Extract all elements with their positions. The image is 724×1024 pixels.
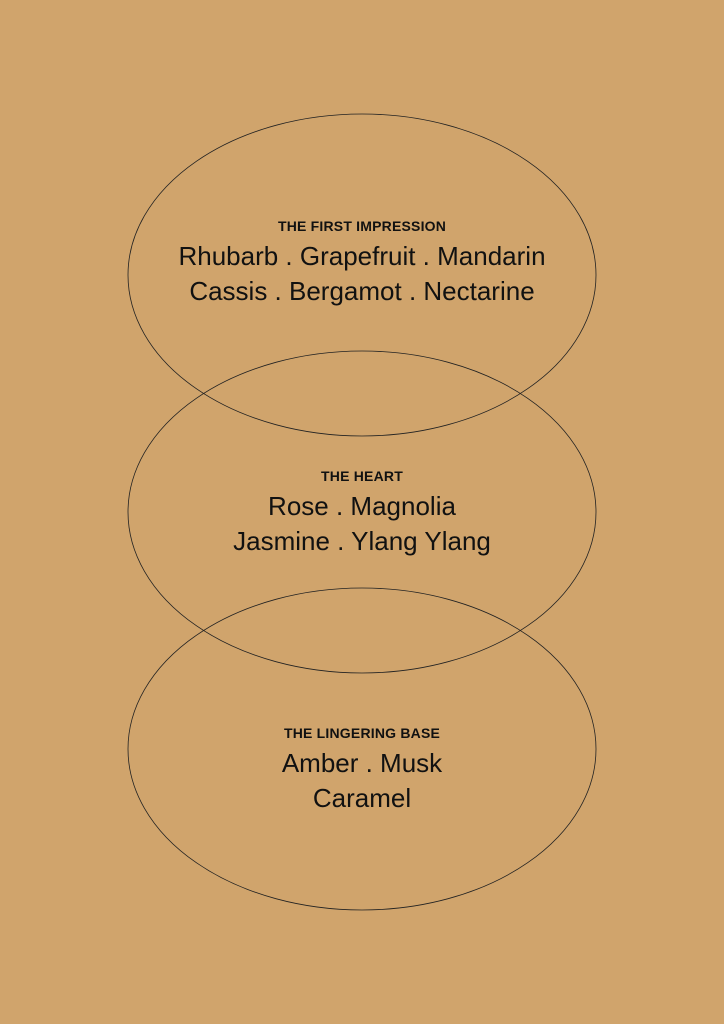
notes-line: Rhubarb . Grapefruit . Mandarin (178, 241, 546, 271)
top-ring (127, 113, 597, 437)
notes-line: Cassis . Bergamot . Nectarine (189, 276, 535, 306)
notes-line: Amber . Musk (281, 748, 443, 778)
middle-ring (127, 350, 597, 674)
tier-heading: THE HEART (321, 468, 403, 484)
notes-line: Rose . Magnolia (268, 491, 456, 521)
notes-line: Jasmine . Ylang Ylang (233, 526, 491, 556)
base-notes: THE LINGERING BASE Amber . Musk Caramel (0, 724, 724, 816)
heart-notes: THE HEART Rose . Magnolia Jasmine . Ylan… (0, 467, 724, 559)
bottom-ring (127, 587, 597, 911)
tier-heading: THE FIRST IMPRESSION (277, 218, 447, 234)
notes-line: Caramel (312, 783, 412, 813)
tier-heading: THE LINGERING BASE (283, 725, 441, 741)
top-notes: THE FIRST IMPRESSION Rhubarb . Grapefrui… (0, 217, 724, 309)
